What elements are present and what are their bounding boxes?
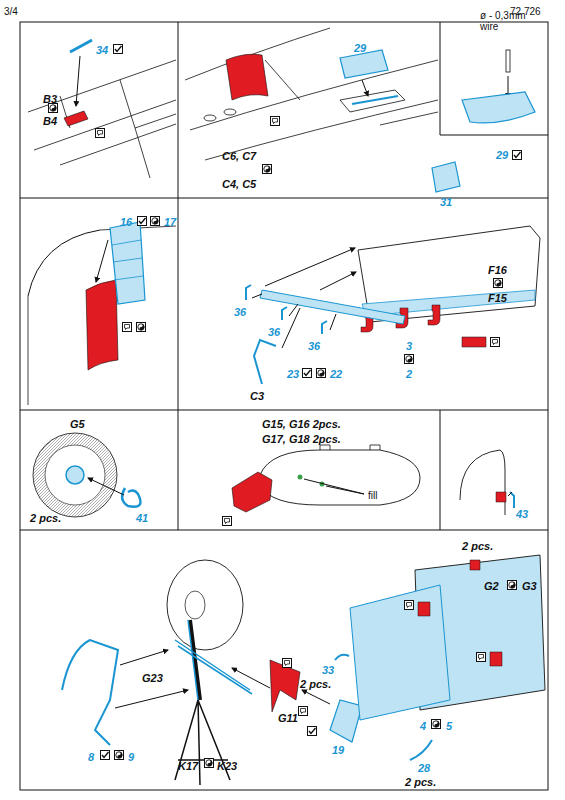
part-label: G23 [142,672,163,684]
part-label: G15, G16 2pcs. [262,418,341,430]
callout-number: 28 [418,762,430,774]
part-label: ø - 0,3mm wire [480,10,538,32]
part-label: K17 [178,760,198,772]
callout-number: 17 [164,216,176,228]
callout-number: 33 [322,664,334,676]
part-label: 2 pcs. [30,512,61,524]
part-label: C4, C5 [222,178,256,190]
callout-number: 8 [88,751,94,763]
part-label: 2 pcs. [405,776,436,788]
callout-number: 2 [406,368,412,380]
callout-number: 4 [420,720,426,732]
callout-number: 36 [268,326,280,338]
part-label: G3 [522,580,537,592]
part-label: fill [368,490,377,501]
callout-number: 41 [136,512,148,524]
part-label: F16 [488,264,507,276]
part-label: G2 [484,580,499,592]
part-label: C6, C7 [222,150,256,162]
part-label: G17, G18 2pcs. [262,433,341,445]
part-label: K23 [217,760,237,772]
callout-number: 43 [516,508,528,520]
callout-number: 31 [440,196,452,208]
callout-number: 16 [120,216,132,228]
part-label: 3/4 [4,6,18,17]
part-label: B4 [43,115,57,127]
part-label: 2 pcs. [462,540,493,552]
part-label: B3 [43,93,57,105]
part-label: G11 [278,712,298,724]
callout-number: 36 [234,306,246,318]
part-label: 2 pcs. [300,678,331,690]
callout-number: 9 [128,751,134,763]
callout-number: 19 [332,744,344,756]
callout-number: 5 [446,720,452,732]
callout-number: 3 [406,340,412,352]
part-label: C3 [250,390,264,402]
callout-number: 29 [354,42,366,54]
callout-number: 23 [287,368,299,380]
callout-number: 36 [308,340,320,352]
callout-number: 29 [496,149,508,161]
callout-number: 22 [330,368,342,380]
callout-number: 34 [96,44,108,56]
part-label: G5 [70,418,85,430]
part-label: F15 [488,292,507,304]
